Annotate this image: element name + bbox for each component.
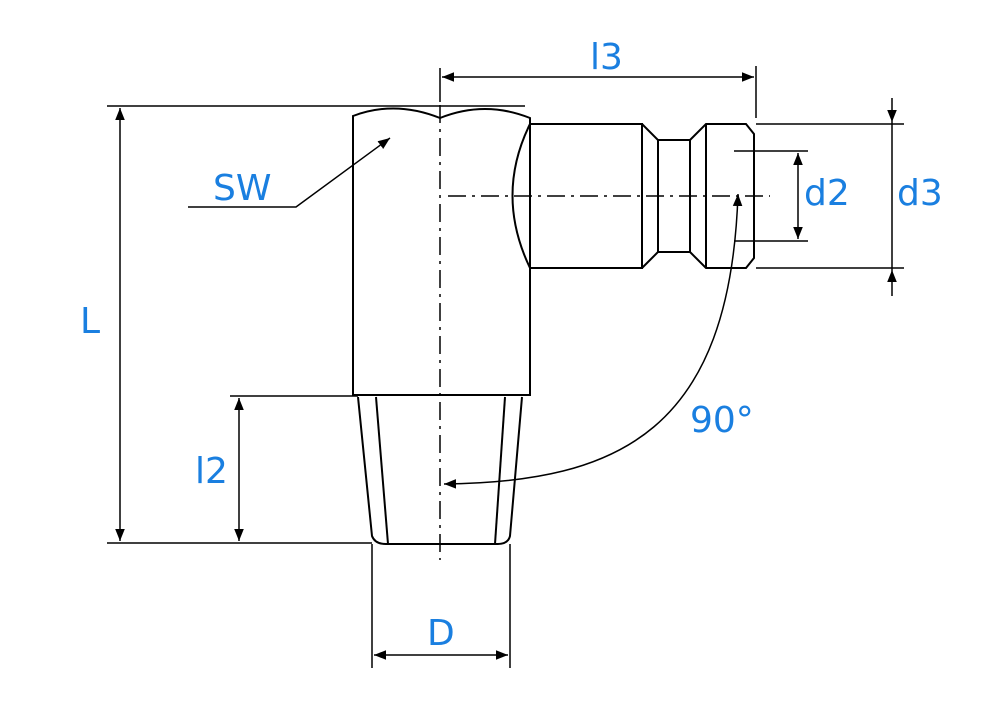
label-D: D [427,613,455,654]
hex-body-outline [352,107,531,396]
angle-arc [443,193,743,489]
label-l3: l3 [590,37,623,78]
label-angle: 90° [690,400,754,441]
label-sw: SW [213,168,271,209]
label-L: L [80,301,100,342]
label-d3: d3 [897,173,943,214]
label-d2: d2 [804,173,850,214]
sw-leader [188,137,391,208]
extension-lines [107,66,904,668]
thread-line-left [375,396,389,545]
thread-line-right [494,396,506,545]
thread-outline [357,396,523,545]
label-l2: l2 [195,451,228,492]
fitting-body [352,107,755,545]
